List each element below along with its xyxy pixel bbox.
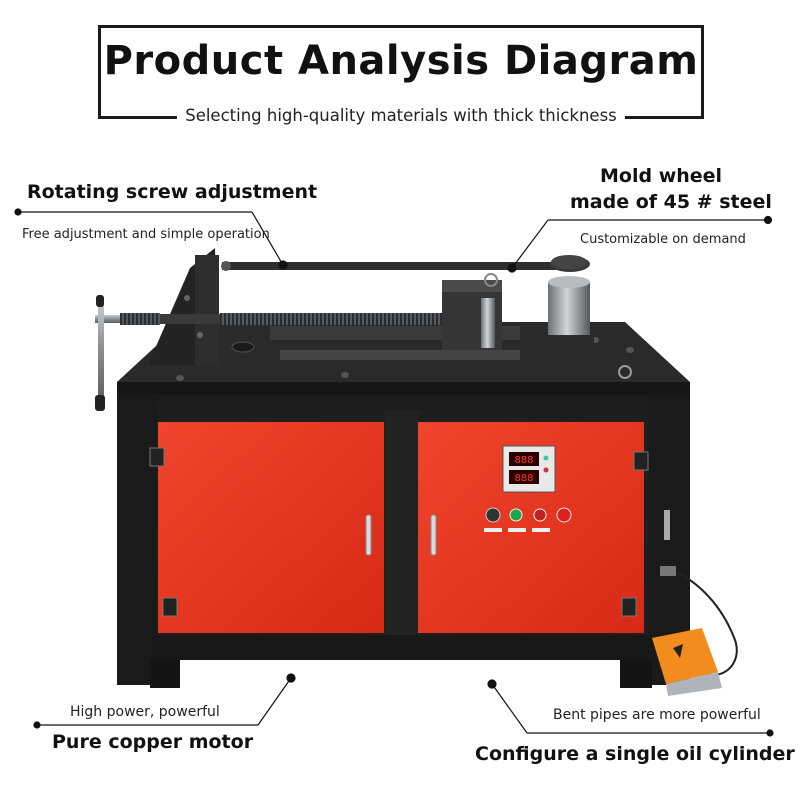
leader-dot xyxy=(14,208,22,216)
leader-dot xyxy=(763,215,773,225)
leader-dot xyxy=(766,729,774,737)
mold-callout-title-line2: made of 45 # steel xyxy=(570,191,772,213)
display-bottom-value: 888 xyxy=(514,473,533,484)
page-title: Product Analysis Diagram xyxy=(103,38,699,84)
leader-dot xyxy=(507,263,517,273)
left-door-handle xyxy=(365,514,372,556)
mold-callout-desc: Customizable on demand xyxy=(580,232,746,247)
leader-dot xyxy=(278,260,288,270)
screw-bracket xyxy=(148,248,219,365)
leader-dot xyxy=(487,679,497,689)
mold-wheel xyxy=(544,255,632,379)
start-button xyxy=(509,508,523,522)
control-panel: 888 888 xyxy=(484,445,572,532)
mold-callout-title-line1: Mold wheel xyxy=(600,165,723,187)
foot-pedal xyxy=(652,510,738,696)
gauge-knob xyxy=(485,507,501,523)
leader-dot xyxy=(286,673,296,683)
emergency-button xyxy=(556,507,572,523)
stop-button xyxy=(533,508,547,522)
cylinder-callout-desc: Bent pipes are more powerful xyxy=(553,707,761,723)
page-subtitle: Selecting high-quality materials with th… xyxy=(185,106,617,125)
right-door-handle xyxy=(430,514,437,556)
motor-callout-desc: High power, powerful xyxy=(70,704,220,720)
callout-leaders xyxy=(14,208,774,737)
hinge-icon xyxy=(149,447,165,467)
clamp-block xyxy=(442,273,502,350)
screw-callout-desc: Free adjustment and simple operation xyxy=(22,227,270,242)
left-door xyxy=(158,422,384,633)
rotating-screw xyxy=(95,295,445,411)
cylinder-callout-title: Configure a single oil cylinder xyxy=(475,743,795,765)
cabinet-doors xyxy=(149,422,649,633)
hinge-icon xyxy=(621,597,637,617)
hinge-icon xyxy=(633,451,649,471)
hinge-icon xyxy=(162,597,178,617)
leader-dot xyxy=(33,721,41,729)
motor-callout-title: Pure copper motor xyxy=(52,731,254,753)
connecting-rod xyxy=(221,256,590,272)
display-top-value: 888 xyxy=(514,455,533,466)
title-frame xyxy=(98,25,704,119)
screw-callout-title: Rotating screw adjustment xyxy=(27,181,318,203)
